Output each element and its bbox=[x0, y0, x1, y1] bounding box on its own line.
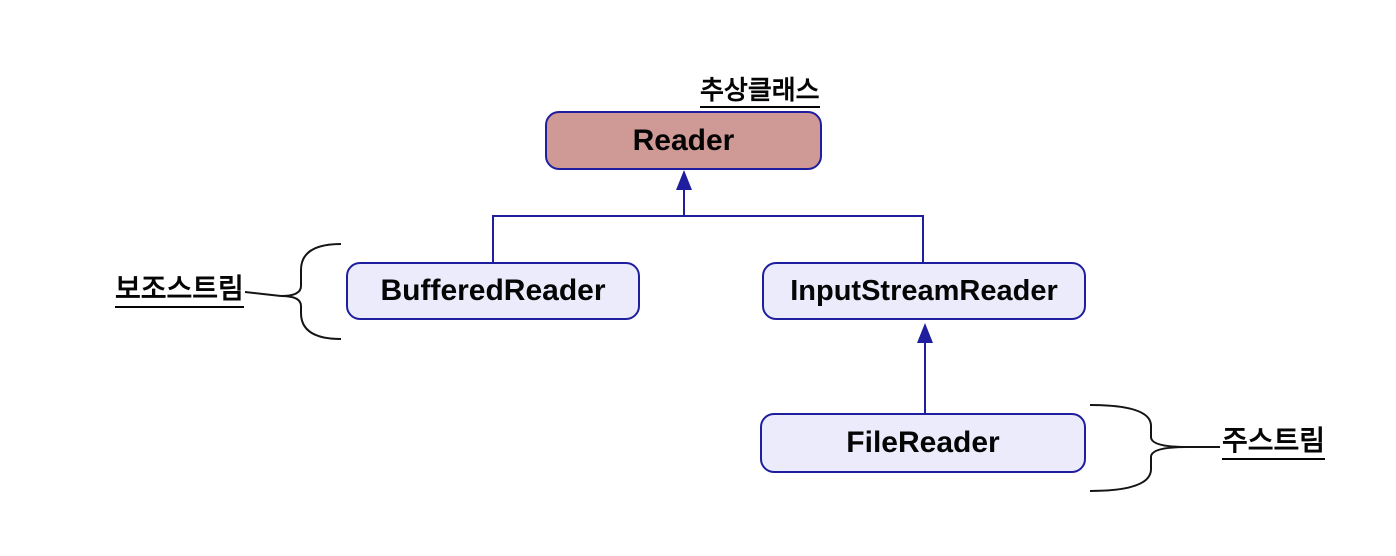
abstract-class-label: 추상클래스 bbox=[700, 76, 820, 108]
node-reader: Reader bbox=[545, 111, 822, 170]
reader-arrowhead-icon bbox=[676, 170, 692, 190]
main-stream-label: 주스트림 bbox=[1222, 425, 1326, 460]
left-brace-connector-line bbox=[244, 291, 282, 297]
node-file-reader: FileReader bbox=[760, 413, 1086, 473]
node-input-stream-reader: InputStreamReader bbox=[762, 262, 1086, 320]
left-brace-icon bbox=[280, 243, 342, 340]
filereader-arrowhead-icon bbox=[917, 323, 933, 343]
auxiliary-stream-label: 보조스트림 bbox=[115, 273, 244, 308]
node-buffered-reader: BufferedReader bbox=[346, 262, 640, 320]
right-brace-icon bbox=[1089, 404, 1188, 492]
